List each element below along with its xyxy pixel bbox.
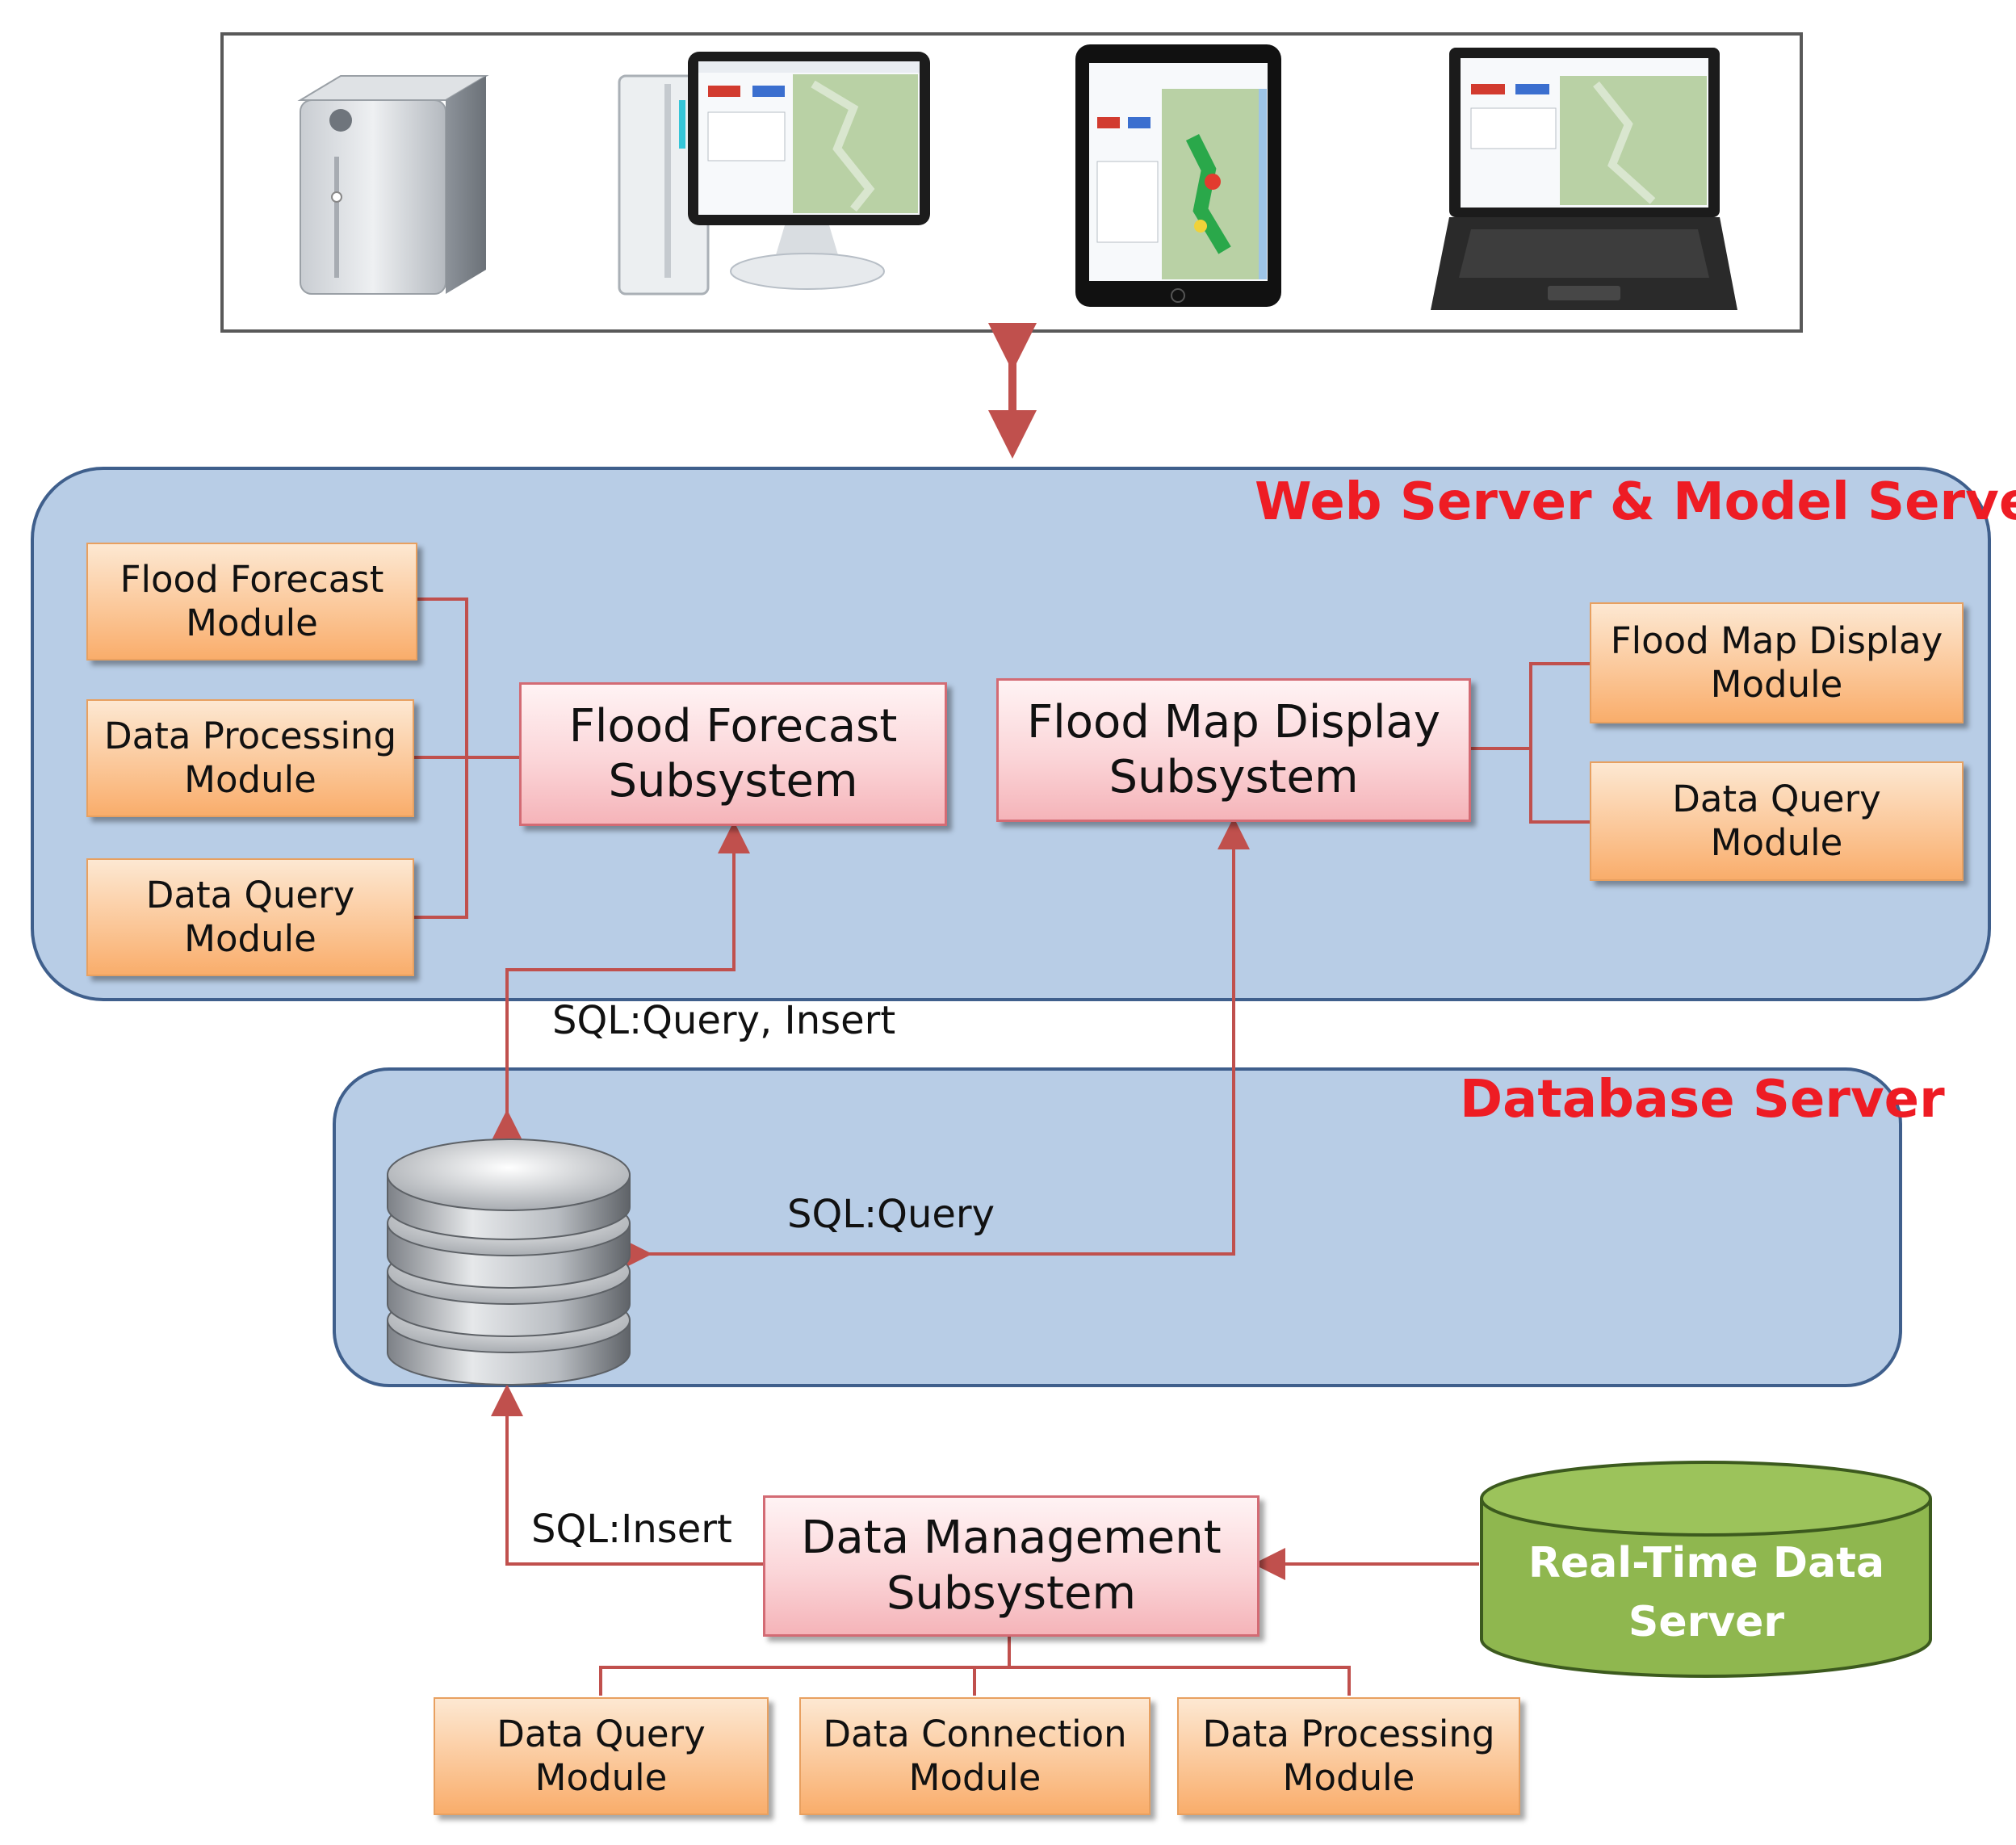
flood-forecast-subsystem: Flood Forecast Subsystem [519, 682, 947, 826]
web-server-title: Web Server & Model Server [1255, 472, 2016, 532]
data-processing-module: Data Processing Module [86, 699, 414, 817]
desktop-computer-icon [618, 52, 930, 296]
left-module-bus [414, 598, 519, 919]
forecast-db-edge [491, 821, 750, 1142]
data-processing-module-bottom: Data Processing Module [1177, 1697, 1520, 1815]
data-management-subsystem: Data Management Subsystem [763, 1495, 1259, 1637]
flood-map-display-module: Flood Map Display Module [1590, 602, 1964, 723]
data-query-module-right: Data Query Module [1590, 761, 1964, 881]
real-time-data-server-label: Real-Time Data Server [1528, 1539, 1885, 1646]
database-server-title: Database Server [1460, 1070, 1945, 1130]
right-module-bus [1471, 662, 1590, 824]
bottom-module-bus [599, 1637, 1351, 1696]
data-query-module-left: Data Query Module [86, 858, 414, 976]
server-tower-icon [297, 75, 489, 295]
sql-query-label: SQL:Query [787, 1192, 995, 1237]
map-db-edge [620, 817, 1250, 1270]
flood-map-display-subsystem: Flood Map Display Subsystem [996, 678, 1471, 822]
real-time-data-server-shape [1480, 1461, 1932, 1678]
data-connection-module: Data Connection Module [799, 1697, 1151, 1815]
sql-query-insert-label: SQL:Query, Insert [552, 998, 896, 1043]
database-icon [387, 1138, 631, 1386]
tablet-icon [1075, 44, 1281, 307]
laptop-icon [1431, 48, 1737, 310]
flood-forecast-module: Flood Forecast Module [86, 543, 417, 660]
real-time-data-server: Real-Time Data Server [1479, 1460, 1934, 1679]
client-devices-panel [220, 32, 1803, 333]
sql-insert-label: SQL:Insert [531, 1507, 732, 1552]
data-query-module-bottom: Data Query Module [434, 1697, 769, 1815]
management-db-edge [491, 1384, 763, 1566]
